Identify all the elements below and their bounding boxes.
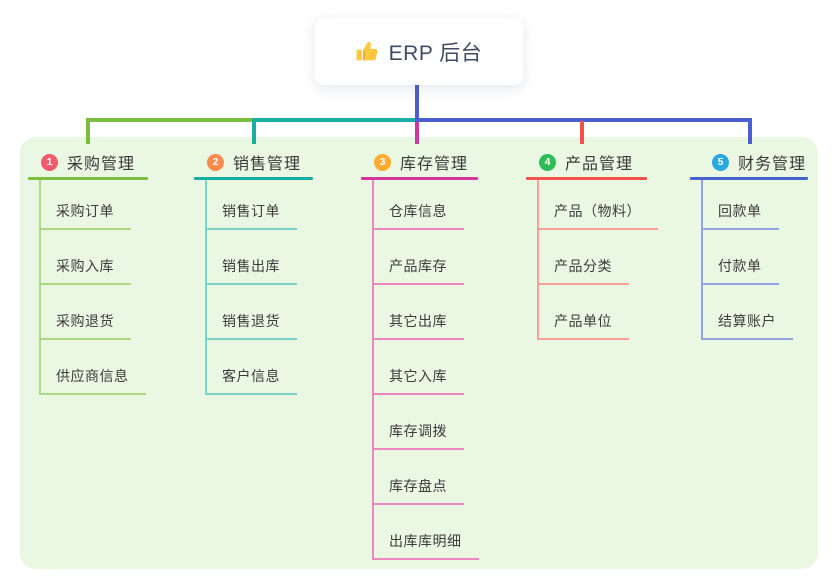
node-other-outbound[interactable]: 其它出库	[374, 285, 479, 340]
node-label: 采购订单	[41, 201, 131, 230]
node-label: 销售出库	[207, 256, 297, 285]
node-settlement-account[interactable]: 结算账户	[703, 285, 808, 340]
branch-finance: 5 财务管理 回款单 付款单 结算账户	[690, 150, 808, 340]
node-purchase-inbound[interactable]: 采购入库	[41, 230, 148, 285]
branch-product-tree: 产品（物料） 产品分类 产品单位	[537, 180, 658, 340]
drop-line-product	[580, 121, 584, 144]
branch-finance-header[interactable]: 5 财务管理	[690, 150, 808, 174]
node-stock-transfer[interactable]: 库存调拨	[374, 395, 479, 450]
branch-finance-tree: 回款单 付款单 结算账户	[701, 180, 808, 340]
node-stock-check[interactable]: 库存盘点	[374, 450, 479, 505]
branch-inventory-underline	[361, 177, 478, 180]
branch-product: 4 产品管理 产品（物料） 产品分类 产品单位	[526, 150, 658, 340]
bus-segment-purchase	[86, 118, 254, 122]
node-label: 客户信息	[207, 366, 297, 395]
mindmap-panel	[20, 137, 818, 569]
drop-line-inventory	[415, 122, 419, 144]
bus-segment-right	[415, 118, 752, 122]
root-node-title: ERP 后台	[388, 41, 483, 65]
node-label: 销售退货	[207, 311, 297, 340]
branch-sales-title: 销售管理	[233, 156, 302, 173]
drop-line-sales	[252, 121, 256, 144]
node-label: 产品（物料）	[539, 201, 658, 230]
node-product-material[interactable]: 产品（物料）	[539, 180, 658, 230]
node-label: 产品分类	[539, 256, 629, 285]
node-warehouse-info[interactable]: 仓库信息	[374, 180, 479, 230]
branch-finance-title: 财务管理	[738, 156, 807, 173]
node-label: 产品库存	[374, 256, 464, 285]
branch-inventory: 3 库存管理 仓库信息 产品库存 其它出库 其它入库 库存调拨 库存盘点 出库库…	[361, 150, 479, 560]
node-other-inbound[interactable]: 其它入库	[374, 340, 479, 395]
node-label: 付款单	[703, 256, 779, 285]
node-purchase-order[interactable]: 采购订单	[41, 180, 148, 230]
root-node-erp[interactable]: ERP 后台	[315, 18, 523, 85]
node-supplier-info[interactable]: 供应商信息	[41, 340, 148, 395]
drop-line-finance	[748, 118, 752, 144]
branch-inventory-header[interactable]: 3 库存管理	[361, 150, 479, 174]
thumbs-up-icon	[356, 40, 379, 63]
drop-line-purchase	[86, 118, 90, 144]
node-product-unit[interactable]: 产品单位	[539, 285, 658, 340]
badge-3: 3	[374, 153, 391, 171]
branch-purchase-title: 采购管理	[67, 156, 136, 173]
node-label: 仓库信息	[374, 201, 464, 230]
node-label: 出库库明细	[374, 531, 479, 560]
node-sales-return[interactable]: 销售退货	[207, 285, 313, 340]
node-label: 采购入库	[41, 256, 131, 285]
node-product-stock[interactable]: 产品库存	[374, 230, 479, 285]
branch-sales: 2 销售管理 销售订单 销售出库 销售退货 客户信息	[194, 150, 313, 395]
branch-purchase: 1 采购管理 采购订单 采购入库 采购退货 供应商信息	[28, 150, 148, 395]
branch-inventory-title: 库存管理	[400, 156, 469, 173]
node-outbound-detail[interactable]: 出库库明细	[374, 505, 479, 560]
node-label: 采购退货	[41, 311, 131, 340]
branch-sales-underline	[194, 177, 313, 180]
branch-purchase-underline	[28, 177, 148, 180]
node-label: 供应商信息	[41, 366, 146, 395]
branch-purchase-tree: 采购订单 采购入库 采购退货 供应商信息	[39, 180, 148, 395]
node-label: 其它入库	[374, 366, 464, 395]
branch-product-header[interactable]: 4 产品管理	[526, 150, 658, 174]
node-label: 结算账户	[703, 311, 793, 340]
badge-5: 5	[712, 153, 729, 171]
node-label: 库存盘点	[374, 476, 464, 505]
node-receipt-bill[interactable]: 回款单	[703, 180, 808, 230]
node-label: 其它出库	[374, 311, 464, 340]
branch-sales-tree: 销售订单 销售出库 销售退货 客户信息	[205, 180, 313, 395]
branch-inventory-tree: 仓库信息 产品库存 其它出库 其它入库 库存调拨 库存盘点 出库库明细	[372, 180, 479, 560]
node-label: 产品单位	[539, 311, 629, 340]
badge-2: 2	[207, 153, 224, 171]
node-purchase-return[interactable]: 采购退货	[41, 285, 148, 340]
badge-4: 4	[539, 153, 556, 171]
branch-product-title: 产品管理	[565, 156, 634, 173]
node-sales-outbound[interactable]: 销售出库	[207, 230, 313, 285]
bus-segment-sales	[252, 118, 419, 122]
branch-finance-underline	[690, 177, 808, 180]
node-payment-bill[interactable]: 付款单	[703, 230, 808, 285]
branch-purchase-header[interactable]: 1 采购管理	[28, 150, 148, 174]
node-sales-order[interactable]: 销售订单	[207, 180, 313, 230]
badge-1: 1	[41, 153, 58, 171]
node-label: 销售订单	[207, 201, 297, 230]
root-connector-vertical	[415, 84, 419, 119]
branch-sales-header[interactable]: 2 销售管理	[194, 150, 313, 174]
node-label: 回款单	[703, 201, 779, 230]
branch-product-underline	[526, 177, 647, 180]
node-label: 库存调拨	[374, 421, 464, 450]
node-product-category[interactable]: 产品分类	[539, 230, 658, 285]
node-customer-info[interactable]: 客户信息	[207, 340, 313, 395]
